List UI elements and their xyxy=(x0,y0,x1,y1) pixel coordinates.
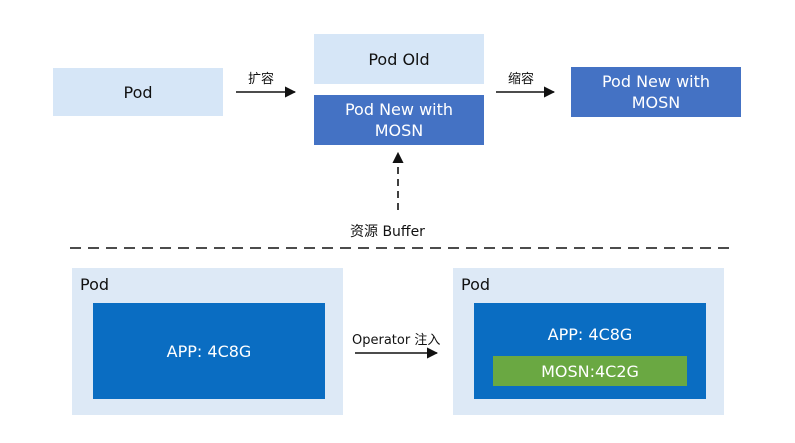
left-pod-panel: Pod APP: 4C8G xyxy=(72,268,343,415)
mosn-sidecar-box: MOSN:4C2G xyxy=(493,356,687,386)
pod-new-line1: Pod New with xyxy=(344,100,454,119)
right-pod-panel: Pod APP: 4C8G MOSN:4C2G xyxy=(453,268,724,415)
operator-inject-label: Operator 注入 xyxy=(352,333,441,348)
mosn-sidecar-label: MOSN:4C2G xyxy=(541,361,639,381)
right-app-container: APP: 4C8G MOSN:4C2G xyxy=(474,303,706,399)
right-app-label: APP: 4C8G xyxy=(547,324,633,344)
right-pod-title: Pod xyxy=(461,275,491,294)
left-app-label: APP: 4C8G xyxy=(166,341,252,361)
pod-label: Pod xyxy=(123,82,153,102)
scale-out-label: 扩容 xyxy=(248,72,275,87)
pod-old-box: Pod Old xyxy=(314,34,484,84)
pod-new-box: Pod New with MOSN xyxy=(314,95,484,145)
pod-old-label: Pod Old xyxy=(368,49,430,69)
pod-final-box: Pod New with MOSN xyxy=(571,67,741,117)
pod-box: Pod xyxy=(53,68,223,116)
resource-buffer-label: 资源 Buffer xyxy=(350,224,425,240)
pod-final-line1: Pod New with xyxy=(601,72,711,91)
left-app-container: APP: 4C8G xyxy=(93,303,325,399)
pod-final-line2: MOSN xyxy=(631,93,681,112)
pod-new-line2: MOSN xyxy=(374,121,424,140)
scale-in-label: 缩容 xyxy=(508,72,535,87)
left-pod-title: Pod xyxy=(80,275,110,294)
